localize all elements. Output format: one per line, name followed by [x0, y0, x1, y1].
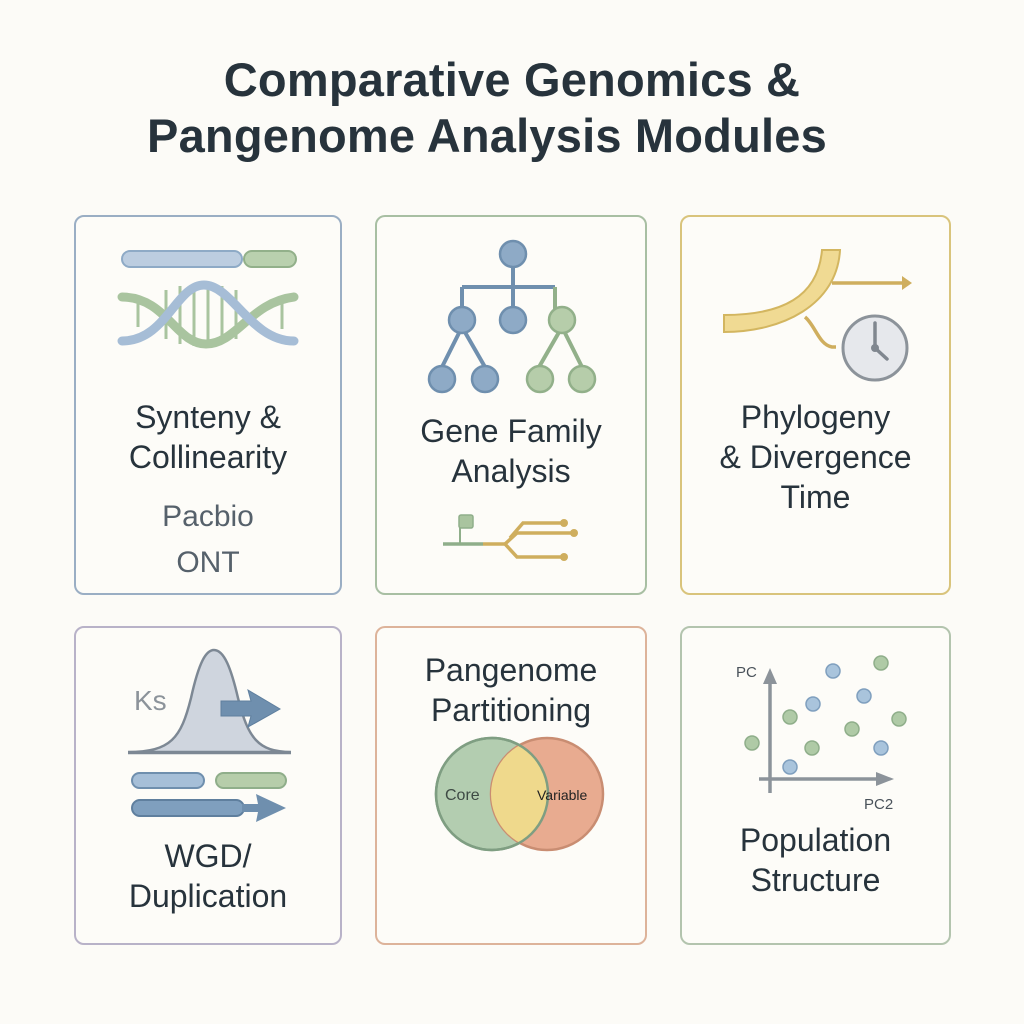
card-title-line-3: Time [780, 479, 851, 515]
card-title-line-2: Structure [750, 862, 881, 898]
venn-diagram-icon: Core Variable [434, 736, 605, 852]
title-line-1: Comparative Genomics & [223, 53, 801, 106]
tree-hierarchy-icon [427, 239, 597, 394]
card-title-line-2: Collinearity [128, 439, 288, 475]
pca-scatter-icon: PC PC2 [736, 655, 907, 813]
axis-y-label: PC [736, 664, 757, 681]
page-title: Comparative Genomics & Pangenome Analysi… [0, 52, 1024, 164]
branch-clock-icon [723, 249, 912, 382]
card-title-line-1: Synteny & [135, 399, 281, 435]
card-pangenome-partitioning[interactable]: Pangenome Partitioning Core Variable [375, 626, 647, 945]
platform-ont: ONT [176, 546, 240, 579]
card-phylogeny-divergence-time[interactable]: Phylogeny & Divergence Time [680, 215, 951, 595]
card-population-structure[interactable]: PC PC2 Population Structure [680, 626, 951, 945]
venn-core-label: Core [445, 787, 480, 804]
dna-helix-icon [117, 250, 299, 349]
platform-pacbio: Pacbio [162, 500, 254, 533]
card-title-line-1: Pangenome [424, 652, 598, 688]
card-title-line-1: Gene Family [420, 413, 602, 449]
axis-x-label: PC2 [864, 796, 893, 813]
card-gene-family-analysis[interactable]: Gene Family Analysis [375, 215, 647, 595]
title-line-2: Pangenome Analysis Modules [147, 109, 827, 162]
ks-label: Ks [134, 685, 167, 716]
ks-distribution-icon: Ks [127, 648, 292, 822]
card-title-line-2: Partitioning [430, 692, 592, 728]
card-title-line-1: WGD/ [164, 838, 252, 874]
card-wgd-duplication[interactable]: Ks WGD/ Duplication [74, 626, 342, 945]
card-title-line-1: Population [739, 822, 892, 858]
card-title-line-2: & Divergence [719, 439, 912, 475]
venn-variable-label: Variable [537, 787, 588, 803]
gene-tree-flag-icon [443, 514, 578, 561]
card-synteny-collinearity[interactable]: Synteny & Collinearity Pacbio ONT [74, 215, 342, 595]
card-title-line-1: Phylogeny [740, 399, 891, 435]
card-title-line-2: Analysis [451, 453, 571, 489]
card-title-line-2: Duplication [128, 878, 288, 914]
